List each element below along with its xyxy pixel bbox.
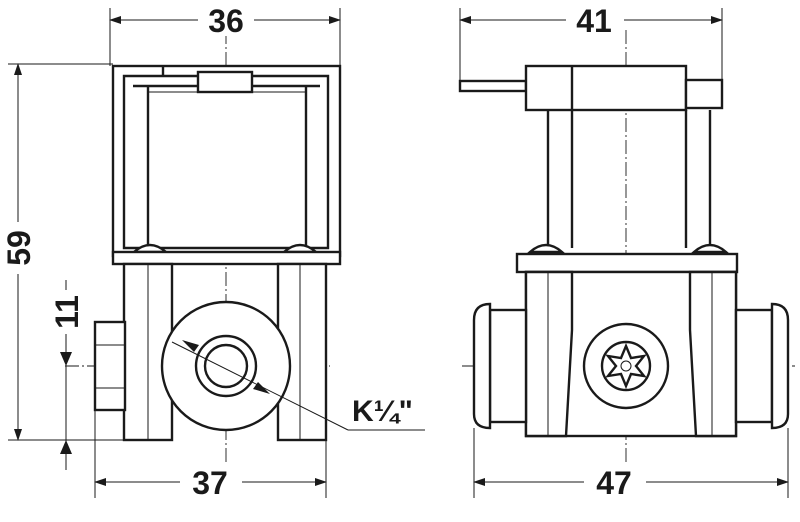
pipe-end-right [734, 308, 774, 424]
dim-front-bottom-width: 37 [192, 465, 228, 501]
side-base-plate [515, 252, 739, 274]
side-port-fitting [93, 320, 127, 412]
side-leg-left [524, 270, 574, 438]
dim-side-top-width: 41 [576, 3, 612, 39]
connector-plug [684, 78, 724, 110]
side-view: 41 47 [458, 2, 795, 501]
front-view: K¼" 36 59 11 37 [1, 2, 425, 501]
coil-frame-outer [111, 64, 342, 258]
wire-lead [458, 79, 528, 93]
pipe-flare-left [472, 302, 492, 430]
dim-front-height: 59 [1, 230, 37, 266]
pipe-end-left [488, 308, 528, 424]
inlet-bore [203, 343, 249, 389]
dim-front-port-offset: 11 [49, 295, 85, 329]
coil-connector-block [196, 70, 254, 94]
side-leg-right [688, 270, 738, 438]
pipe-flare-right [770, 302, 790, 430]
dim-side-bottom-width: 47 [596, 465, 632, 501]
base-plate [111, 250, 342, 266]
dim-front-top-width: 36 [208, 3, 244, 39]
coil-body [147, 91, 307, 249]
filter-star-icon [605, 342, 647, 390]
thread-callout-label: K¼" [352, 395, 413, 428]
coil-frame-inner [122, 74, 330, 250]
side-screw-right-icon [690, 243, 730, 254]
coil-housing-top [524, 64, 688, 112]
side-screw-left-icon [526, 243, 566, 254]
